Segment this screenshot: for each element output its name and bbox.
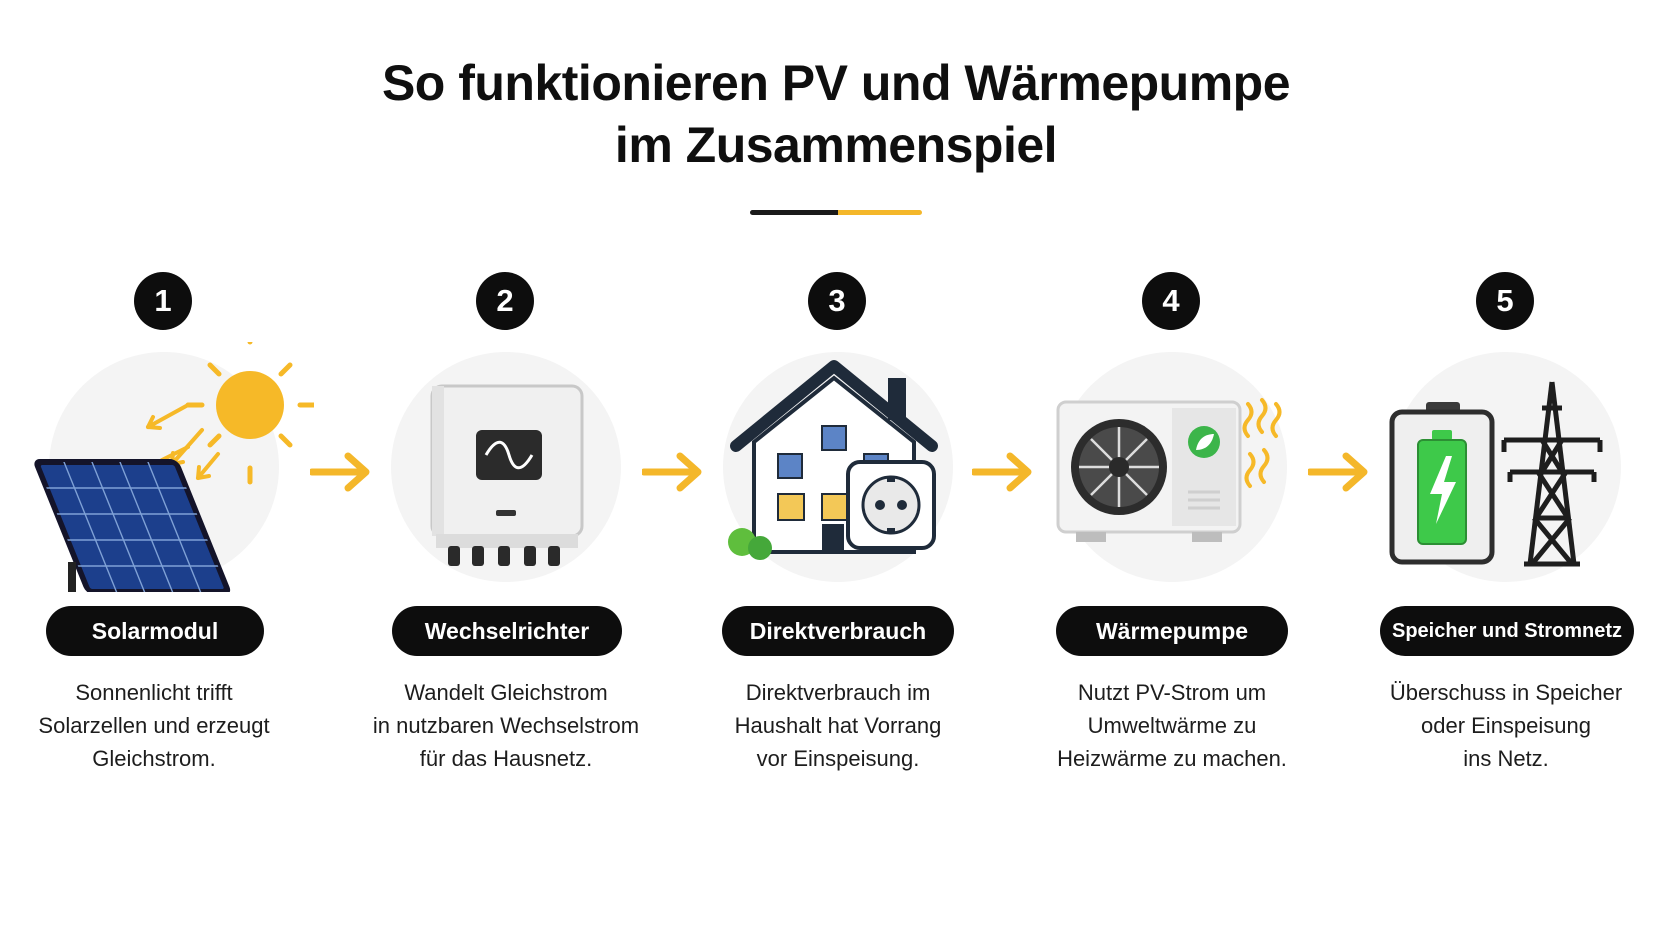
title-line-1: So funktionieren PV und Wärmepumpe bbox=[381, 55, 1291, 111]
arrow-right-icon bbox=[310, 452, 370, 492]
step-description: Wandelt Gleichstrom in nutzbaren Wechsel… bbox=[356, 676, 656, 775]
step-description: Sonnenlicht trifft Solarzellen und erzeu… bbox=[4, 676, 304, 775]
underline-dark-segment bbox=[750, 210, 838, 215]
step-number-badge: 5 bbox=[1476, 272, 1534, 330]
inverter-icon bbox=[430, 384, 584, 566]
battery-grid-icon bbox=[1389, 381, 1603, 567]
step-label-pill: Speicher und Stromnetz bbox=[1380, 606, 1634, 656]
step-label-pill: Direktverbrauch bbox=[722, 606, 954, 656]
step-number-badge: 4 bbox=[1142, 272, 1200, 330]
description-line: Nutzt PV-Strom um bbox=[1077, 680, 1267, 705]
description-line: Gleichstrom. bbox=[92, 746, 216, 771]
step-description: Überschuss in Speicher oder Einspeisung … bbox=[1356, 676, 1656, 775]
solar-panel-sun-icon bbox=[34, 342, 314, 592]
description-line: Heizwärme zu machen. bbox=[1057, 746, 1287, 771]
step-label-pill: Wärmepumpe bbox=[1056, 606, 1288, 656]
arrow-right-icon bbox=[972, 452, 1032, 492]
description-line: in nutzbaren Wechselstrom bbox=[372, 713, 640, 738]
arrow-right-icon bbox=[642, 452, 702, 492]
description-line: Direktverbrauch im bbox=[745, 680, 931, 705]
step-description: Nutzt PV-Strom um Umweltwärme zu Heizwär… bbox=[1022, 676, 1322, 775]
description-line: Umweltwärme zu bbox=[1087, 713, 1257, 738]
description-line: Überschuss in Speicher bbox=[1389, 680, 1623, 705]
description-line: Sonnenlicht trifft bbox=[75, 680, 233, 705]
step-label-pill: Wechselrichter bbox=[392, 606, 622, 656]
step-number-badge: 3 bbox=[808, 272, 866, 330]
step-number-badge: 2 bbox=[476, 272, 534, 330]
description-line: Solarzellen und erzeugt bbox=[38, 713, 270, 738]
step-description: Direktverbrauch im Haushalt hat Vorrang … bbox=[688, 676, 988, 775]
heat-pump-icon bbox=[1056, 398, 1282, 542]
description-line: oder Einspeisung bbox=[1420, 713, 1591, 738]
arrow-right-icon bbox=[1308, 452, 1368, 492]
house-socket-icon bbox=[728, 360, 938, 560]
description-line: ins Netz. bbox=[1463, 746, 1549, 771]
title-line-2: im Zusammenspiel bbox=[614, 117, 1058, 173]
description-line: für das Hausnetz. bbox=[419, 746, 593, 771]
title-underline bbox=[750, 210, 922, 215]
page-title: So funktionieren PV und Wärmepumpe im Zu… bbox=[0, 52, 1672, 176]
description-line: Wandelt Gleichstrom bbox=[404, 680, 608, 705]
description-line: vor Einspeisung. bbox=[756, 746, 920, 771]
description-line: Haushalt hat Vorrang bbox=[734, 713, 942, 738]
step-number-badge: 1 bbox=[134, 272, 192, 330]
underline-accent-segment bbox=[838, 210, 922, 215]
step-label-pill: Solarmodul bbox=[46, 606, 264, 656]
